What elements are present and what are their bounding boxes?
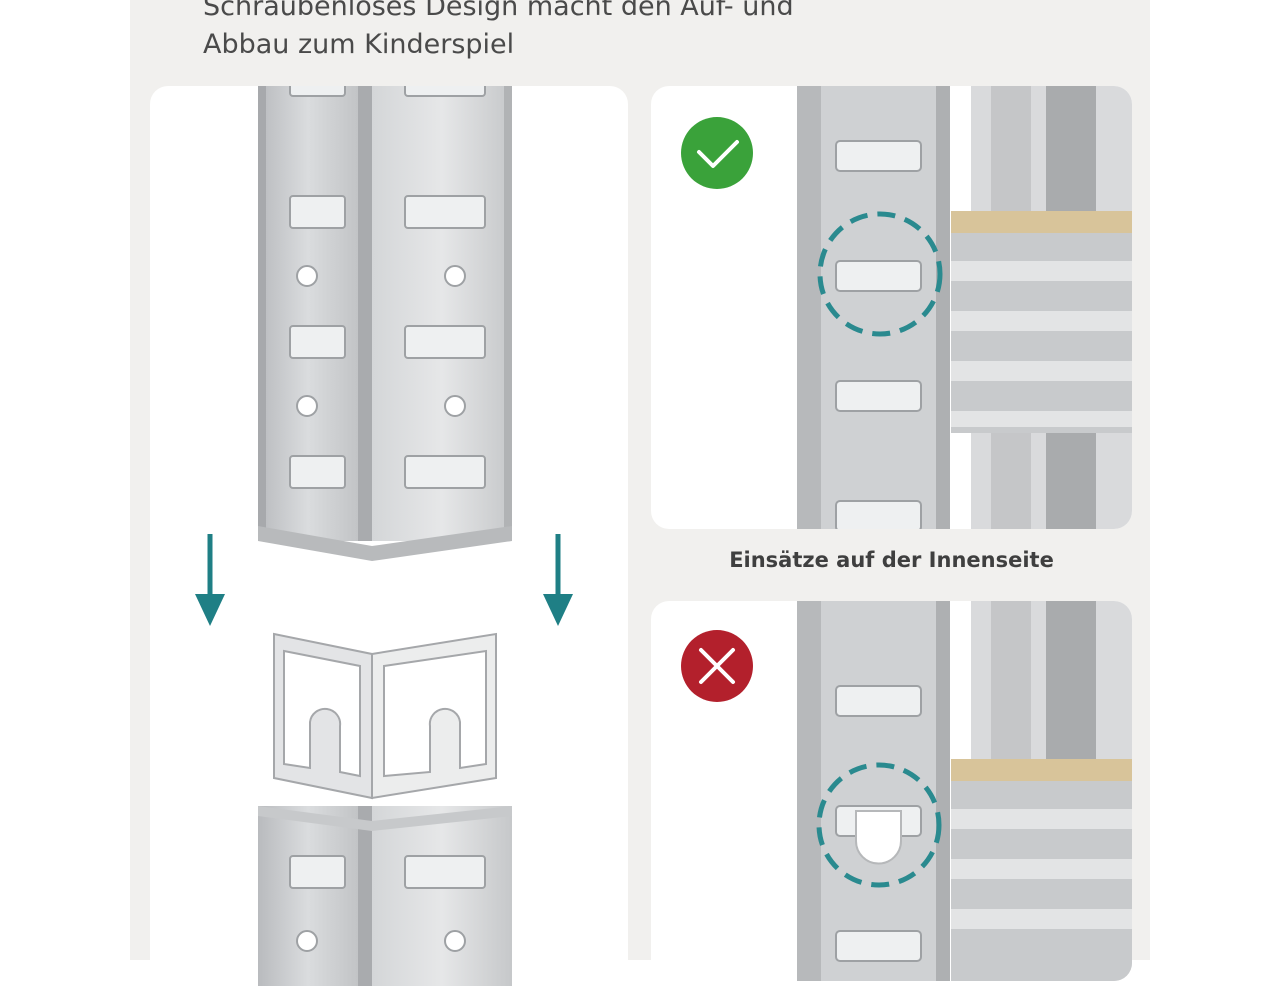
upper-upright [258,86,512,561]
shelf-beam [951,781,1132,981]
headline-line-1: Schraubenloses Design macht den Auf- und [203,0,794,22]
wrong-example-card [651,601,1132,981]
cross-icon [681,630,753,702]
highlight-circle [817,211,943,337]
upright-assembly-illustration [195,86,573,986]
headline: Schraubenloses Design macht den Auf- und… [203,0,903,64]
upright-connector [273,632,497,800]
correct-example-card [651,86,1132,529]
shelf-beam [951,233,1132,433]
lower-upright [258,806,512,986]
arrow-down-icon [195,534,225,626]
assembly-card [150,86,628,986]
arrow-down-icon [543,534,573,626]
misplaced-insert [855,810,902,865]
correct-shelf-illustration [681,86,1132,529]
headline-line-2: Abbau zum Kinderspiel [203,29,515,60]
caption: Einsätze auf der Innenseite [729,548,1054,572]
wrong-shelf-illustration [681,601,1132,981]
highlight-circle [816,762,942,888]
checkmark-icon [681,117,753,189]
